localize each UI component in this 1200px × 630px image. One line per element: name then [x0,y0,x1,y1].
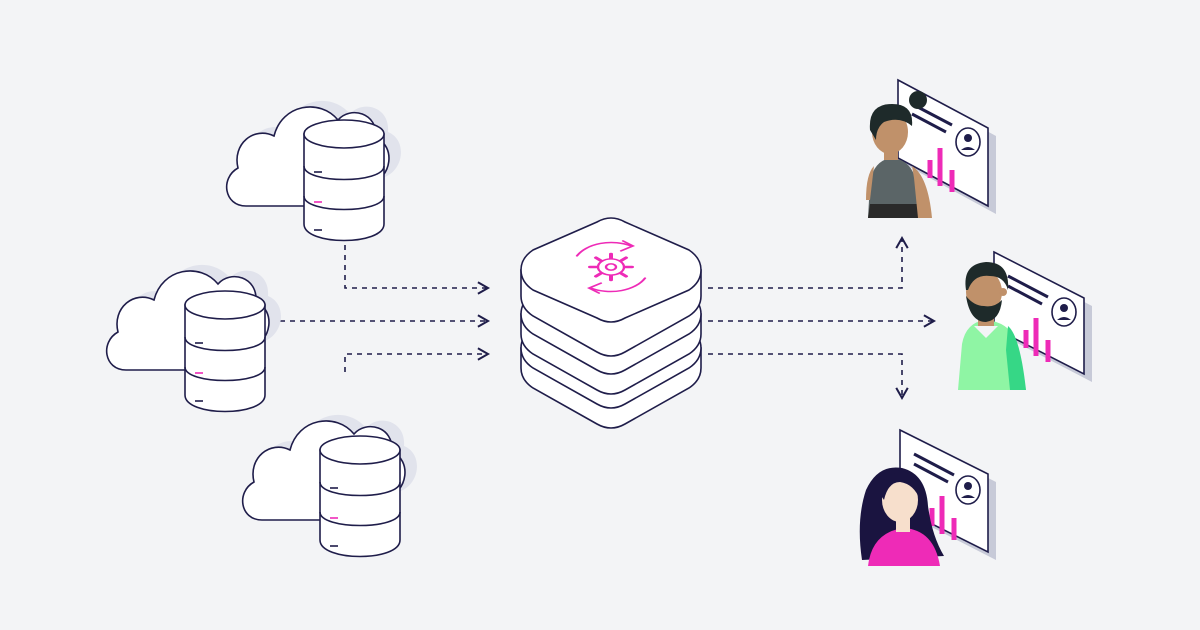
edge-hub-to-user-1 [708,235,909,289]
edge-source-1-to-hub [344,245,491,295]
edge-hub-to-user-3 [708,353,909,401]
bar-chart-icon [927,148,955,192]
person-avatar [866,91,932,218]
database-icon [303,119,385,242]
sync-gear-icon [575,240,647,294]
connectors [270,235,937,401]
user-man-beard [958,250,1092,390]
database-icon [184,290,266,413]
user-woman-bun [866,78,996,218]
user-woman-long-hair [859,428,996,566]
bar-chart-icon [1023,318,1051,362]
person-avatar [958,262,1026,390]
person-avatar [859,467,944,566]
profile-dashboard-card [899,428,996,560]
cloud-database-source-2 [105,264,281,413]
edge-source-3-to-hub [344,347,491,372]
cloud-database-source-3 [241,414,417,558]
cloud-database-source-1 [225,100,401,242]
bar-chart-icon [929,496,957,540]
profile-dashboard-card [993,250,1092,382]
database-icon [319,435,401,558]
central-processing-stack [520,217,702,429]
